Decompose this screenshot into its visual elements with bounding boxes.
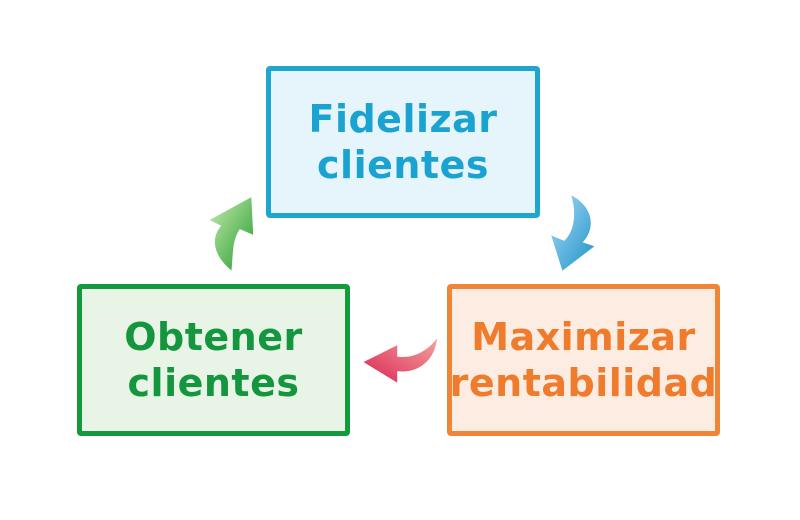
curved-arrow-icon bbox=[360, 333, 439, 386]
node-label-line1: Maximizar bbox=[471, 315, 696, 359]
node-obtener-clientes: Obtener clientes bbox=[77, 284, 350, 436]
curved-arrow-icon bbox=[548, 192, 598, 274]
node-label-line2: rentabilidad bbox=[449, 361, 718, 405]
node-label-line1: Fidelizar bbox=[308, 97, 498, 141]
curved-arrow-icon bbox=[206, 194, 255, 274]
node-label-line2: clientes bbox=[127, 361, 300, 405]
node-label-line2: clientes bbox=[317, 143, 489, 187]
node-fidelizar-clientes: Fidelizar clientes bbox=[266, 66, 540, 218]
node-maximizar-rentabilidad: Maximizar rentabilidad bbox=[447, 284, 720, 436]
node-label-line1: Obtener bbox=[124, 315, 303, 359]
